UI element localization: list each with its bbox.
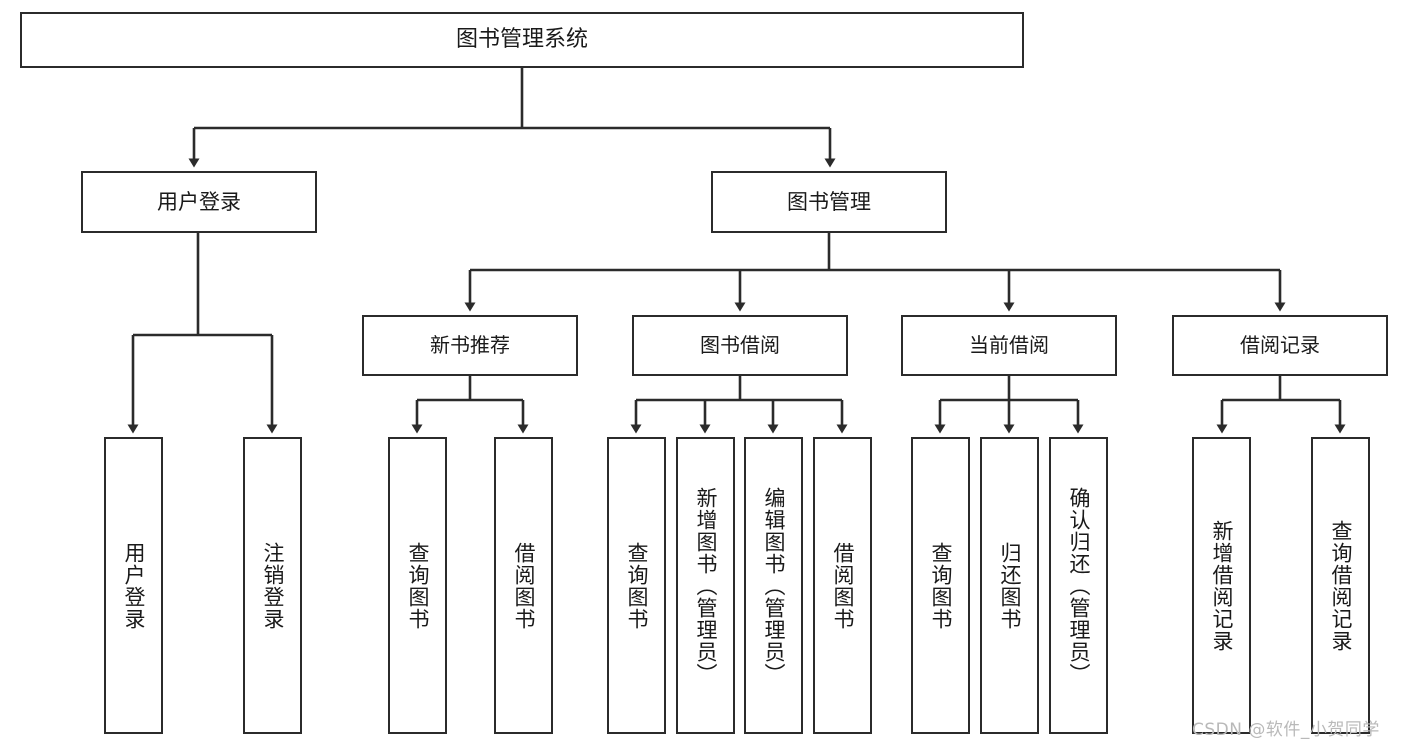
leaf-bb-add-book[interactable]: 新增图书（管理员） — [676, 437, 735, 734]
leaf-br-query-record[interactable]: 查询借阅记录 — [1311, 437, 1370, 734]
node-user-login-label: 用户登录 — [157, 189, 241, 214]
leaf-cb-query-book[interactable]: 查询图书 — [911, 437, 970, 734]
leaf-cb-return-book[interactable]: 归还图书 — [980, 437, 1039, 734]
leaf-bb-query-book-label: 查询图书 — [625, 541, 649, 630]
leaf-nb-query-book-label: 查询图书 — [406, 541, 430, 630]
node-current-borrow[interactable]: 当前借阅 — [901, 315, 1117, 376]
node-new-books-label: 新书推荐 — [430, 332, 510, 357]
leaf-logout-label: 注销登录 — [261, 541, 285, 630]
leaf-logout[interactable]: 注销登录 — [243, 437, 302, 734]
leaf-cb-query-book-label: 查询图书 — [929, 541, 953, 630]
node-borrow-records-label: 借阅记录 — [1240, 332, 1320, 357]
leaf-nb-borrow-book-label: 借阅图书 — [512, 541, 536, 630]
leaf-user-login-label: 用户登录 — [122, 541, 146, 630]
leaf-nb-query-book[interactable]: 查询图书 — [388, 437, 447, 734]
node-book-manage[interactable]: 图书管理 — [711, 171, 947, 233]
leaf-br-add-record-label: 新增借阅记录 — [1210, 519, 1234, 652]
node-root[interactable]: 图书管理系统 — [20, 12, 1024, 68]
node-current-borrow-label: 当前借阅 — [969, 332, 1049, 357]
leaf-cb-confirm-return[interactable]: 确认归还（管理员） — [1049, 437, 1108, 734]
leaf-cb-confirm-return-label: 确认归还（管理员） — [1067, 486, 1091, 685]
leaf-bb-borrow-book[interactable]: 借阅图书 — [813, 437, 872, 734]
leaf-bb-edit-book[interactable]: 编辑图书（管理员） — [744, 437, 803, 734]
leaf-br-add-record[interactable]: 新增借阅记录 — [1192, 437, 1251, 734]
leaf-bb-edit-book-label: 编辑图书（管理员） — [762, 486, 786, 685]
leaf-nb-borrow-book[interactable]: 借阅图书 — [494, 437, 553, 734]
node-borrow-records[interactable]: 借阅记录 — [1172, 315, 1388, 376]
node-book-borrow[interactable]: 图书借阅 — [632, 315, 848, 376]
leaf-bb-query-book[interactable]: 查询图书 — [607, 437, 666, 734]
leaf-br-query-record-label: 查询借阅记录 — [1329, 519, 1353, 652]
leaf-user-login[interactable]: 用户登录 — [104, 437, 163, 734]
node-new-books[interactable]: 新书推荐 — [362, 315, 578, 376]
node-user-login[interactable]: 用户登录 — [81, 171, 317, 233]
node-root-label: 图书管理系统 — [455, 27, 588, 53]
node-book-borrow-label: 图书借阅 — [700, 332, 780, 357]
leaf-bb-borrow-book-label: 借阅图书 — [831, 541, 855, 630]
leaf-cb-return-book-label: 归还图书 — [998, 541, 1022, 630]
node-book-manage-label: 图书管理 — [787, 189, 871, 214]
leaf-bb-add-book-label: 新增图书（管理员） — [694, 486, 718, 685]
